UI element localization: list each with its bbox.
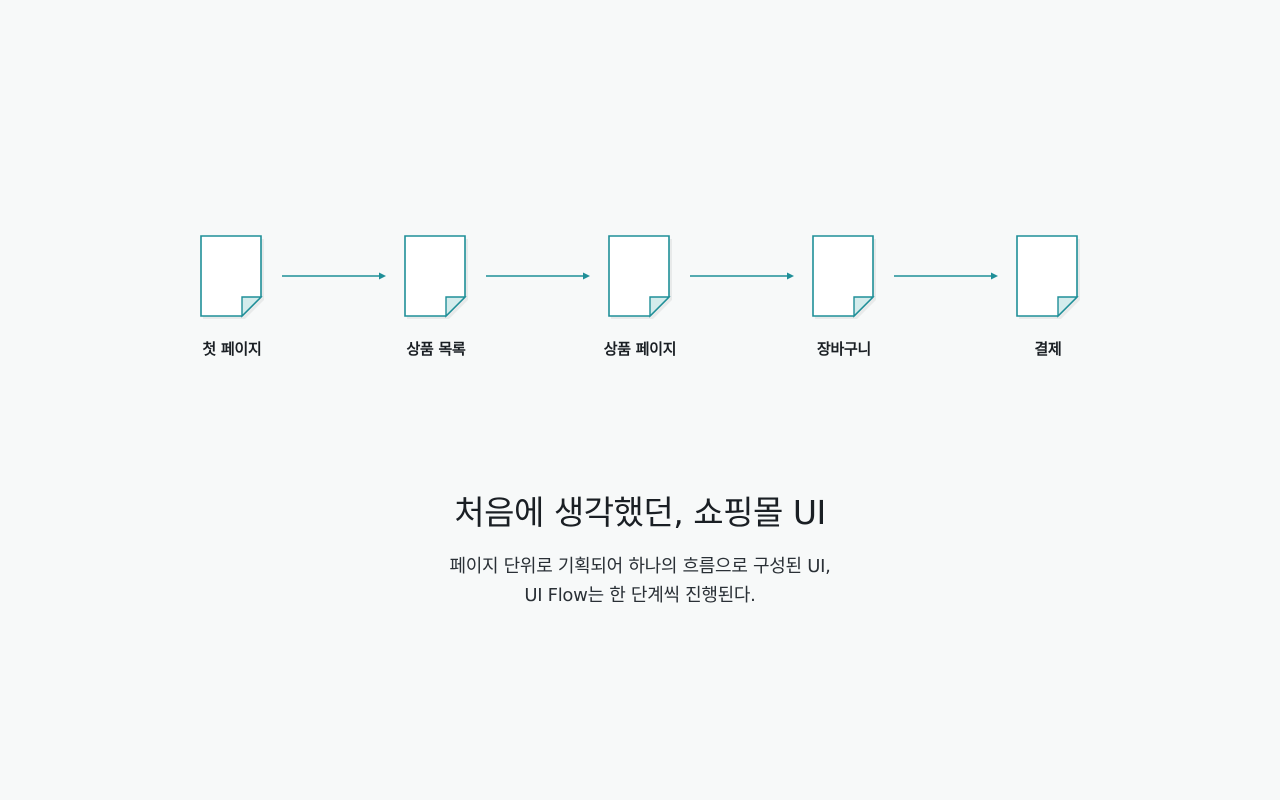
flow-step: 상품 페이지 [580,232,700,372]
flow-step-label: 결제 [1034,340,1062,358]
document-icon [608,235,672,319]
flow-step: 장바구니 [784,232,904,372]
document-icon [200,235,264,319]
flow-arrow [690,269,794,283]
arrow-right-icon [486,272,590,280]
page-title: 처음에 생각했던, 쇼핑몰 UI [454,493,826,532]
flow-step-label: 첫 페이지 [202,340,262,358]
flow-step: 결제 [988,232,1108,372]
arrow-right-icon [894,272,998,280]
flow-arrow [282,269,386,283]
ui-flow-diagram: 첫 페이지 상품 목록 상품 페이지 장바구니 결제 [172,232,1108,372]
flow-step: 상품 목록 [376,232,496,372]
page-description: 페이지 단위로 기획되어 하나의 흐름으로 구성된 UI, UI Flow는 한… [0,552,1280,610]
document-icon [404,235,468,319]
flow-step: 첫 페이지 [172,232,292,372]
document-icon [812,235,876,319]
flow-arrow [894,269,998,283]
description-line-1: 페이지 단위로 기획되어 하나의 흐름으로 구성된 UI, [449,556,831,577]
flow-step-label: 장바구니 [816,340,871,358]
document-icon [1016,235,1080,319]
flow-step-label: 상품 목록 [406,340,466,358]
arrow-right-icon [690,272,794,280]
arrow-right-icon [282,272,386,280]
flow-step-label: 상품 페이지 [603,340,677,358]
flow-arrow [486,269,590,283]
description-line-2: UI Flow는 한 단계씩 진행된다. [524,585,756,606]
